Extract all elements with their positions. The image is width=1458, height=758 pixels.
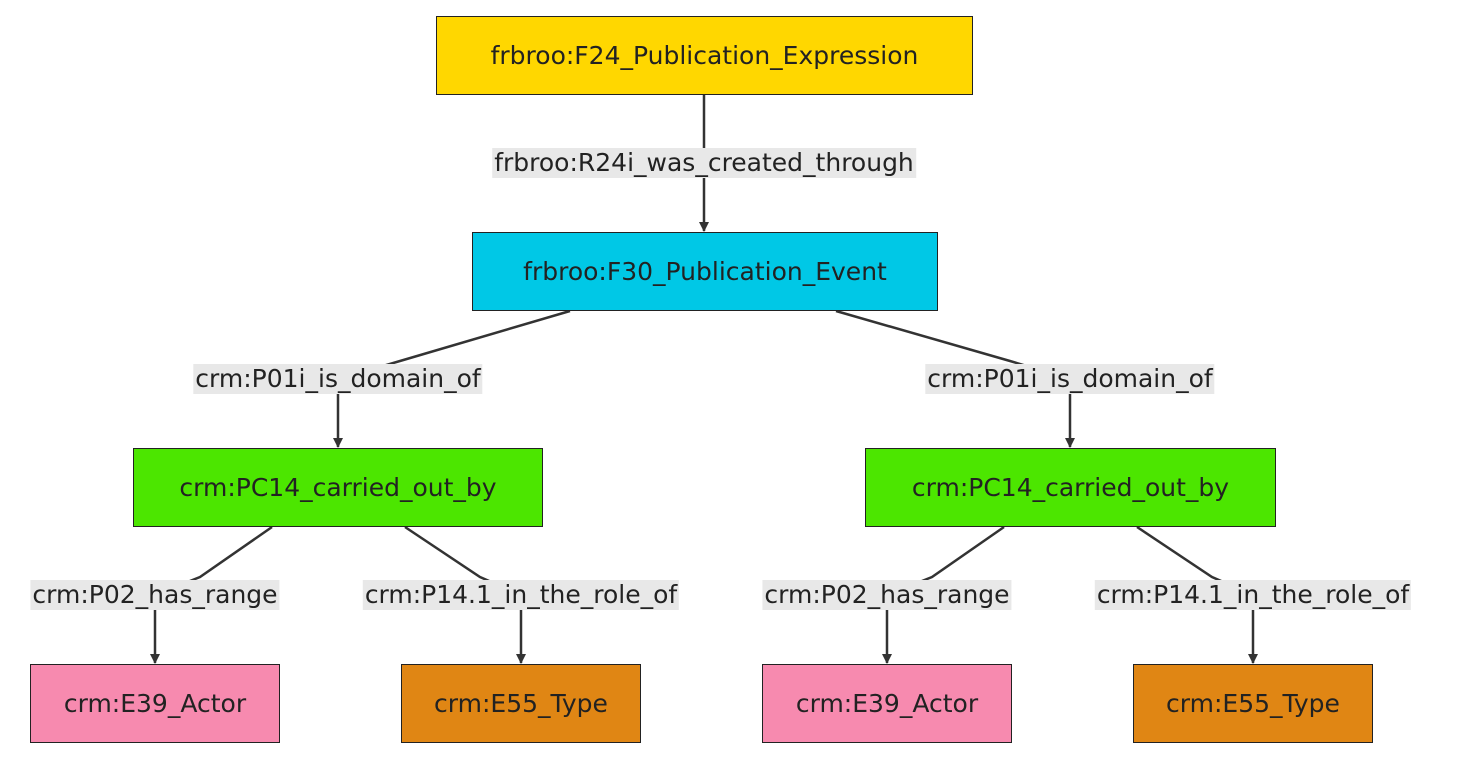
edge-label-was-created-through: frbroo:R24i_was_created_through xyxy=(492,148,916,178)
node-actor-left[interactable]: crm:E39_Actor xyxy=(30,664,280,743)
edge-label-is-domain-of-left: crm:P01i_is_domain_of xyxy=(193,364,483,394)
node-carried-out-by-left[interactable]: crm:PC14_carried_out_by xyxy=(133,448,543,527)
edge-label-has-range-right: crm:P02_has_range xyxy=(762,580,1012,610)
node-type-left[interactable]: crm:E55_Type xyxy=(401,664,641,743)
node-carried-out-by-right[interactable]: crm:PC14_carried_out_by xyxy=(865,448,1276,527)
node-publication-event[interactable]: frbroo:F30_Publication_Event xyxy=(472,232,938,311)
edge-label-in-the-role-of-right: crm:P14.1_in_the_role_of xyxy=(1094,580,1412,610)
node-actor-right[interactable]: crm:E39_Actor xyxy=(762,664,1012,743)
node-type-right[interactable]: crm:E55_Type xyxy=(1133,664,1373,743)
node-publication-expression[interactable]: frbroo:F24_Publication_Expression xyxy=(436,16,973,95)
edge-label-has-range-left: crm:P02_has_range xyxy=(30,580,280,610)
edge-label-is-domain-of-right: crm:P01i_is_domain_of xyxy=(925,364,1215,394)
edge-label-in-the-role-of-left: crm:P14.1_in_the_role_of xyxy=(362,580,680,610)
